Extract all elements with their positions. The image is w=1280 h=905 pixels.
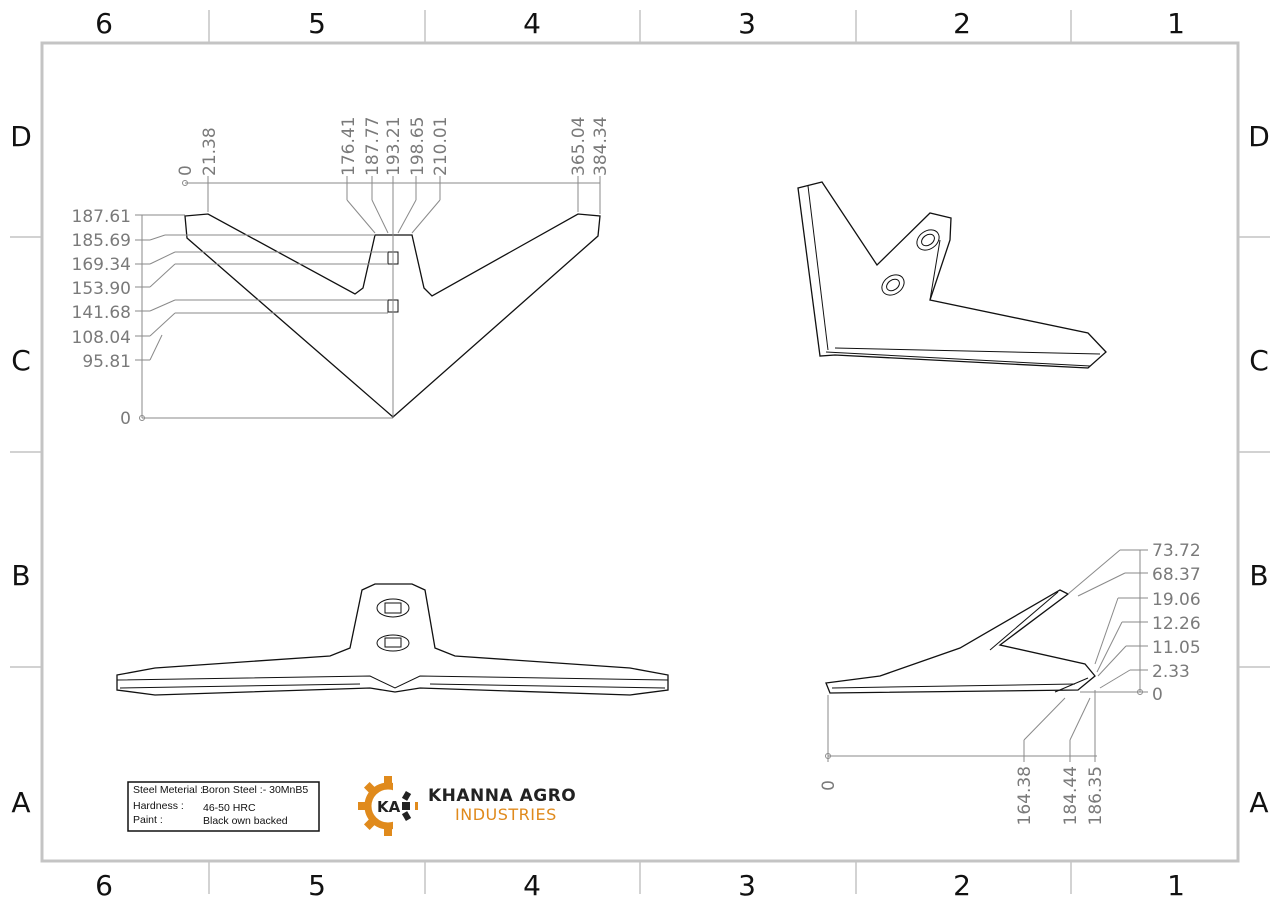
front-view: [116, 583, 669, 696]
zone-col-3-top: 3: [738, 7, 756, 40]
dim-v-153-90: 153.90: [72, 279, 131, 299]
sheet-border: [40, 41, 1240, 863]
dim-h-193-21: 193.21: [384, 117, 404, 176]
top-view: 0 21.38 176.41 187.77 193.21 198.65 210.…: [72, 117, 611, 429]
spec-label-material: Steel Meterial :: [133, 784, 203, 796]
front-hole-upper: [376, 598, 410, 618]
zone-row-a-left: A: [11, 786, 30, 819]
gear-icon: KA: [358, 776, 418, 836]
dim-h-210-01: 210.01: [431, 117, 451, 176]
logo-name-line1: KHANNA AGRO: [428, 786, 576, 806]
dim-side-h-0: 0: [819, 780, 839, 791]
zone-col-4-bottom: 4: [523, 869, 541, 902]
zone-row-c-left: C: [11, 344, 31, 377]
dim-h-176-41: 176.41: [339, 117, 359, 176]
zone-col-2-top: 2: [953, 7, 971, 40]
zone-ticks: [10, 10, 1270, 894]
dim-side-0: 0: [1152, 685, 1163, 705]
dim-side-19-06: 19.06: [1152, 590, 1201, 610]
dim-v-141-68: 141.68: [72, 303, 131, 323]
dim-side-2-33: 2.33: [1152, 662, 1190, 682]
dim-h-365-04: 365.04: [569, 117, 589, 176]
spec-value-material: Boron Steel :- 30MnB5: [202, 784, 308, 796]
zone-col-4-top: 4: [523, 7, 541, 40]
zone-col-1-top: 1: [1167, 7, 1185, 40]
spec-label-paint: Paint :: [133, 814, 163, 826]
dim-v-108-04: 108.04: [72, 328, 131, 348]
logo-mark: KA: [377, 798, 401, 816]
zone-row-b-right: B: [1249, 559, 1268, 592]
zone-col-5-bottom: 5: [308, 869, 326, 902]
zone-col-6-top: 6: [95, 7, 113, 40]
zone-col-1-bottom: 1: [1167, 869, 1185, 902]
dim-h-187-77: 187.77: [363, 117, 383, 176]
dim-side-h-186-35: 186.35: [1086, 766, 1106, 825]
zone-row-b-left: B: [11, 559, 30, 592]
dim-v-185-69: 185.69: [72, 231, 131, 251]
dim-h-198-65: 198.65: [408, 117, 428, 176]
company-logo: KA KHANNA AGRO INDUSTRIES: [358, 776, 576, 836]
dim-h-384-34: 384.34: [591, 117, 611, 176]
iso-outline: [797, 181, 1107, 369]
dim-side-h-184-44: 184.44: [1061, 766, 1081, 825]
isometric-view: [797, 181, 1107, 369]
zone-col-5-top: 5: [308, 7, 326, 40]
front-view-outline: [116, 583, 669, 696]
front-hole-lower: [376, 634, 410, 652]
side-view: 73.72 68.37 19.06 12.26 11.05 2.33 0 0 1…: [819, 541, 1201, 825]
dim-side-h-164-38: 164.38: [1015, 766, 1035, 825]
dim-h-0: 0: [176, 165, 196, 176]
dim-v-169-34: 169.34: [72, 255, 131, 275]
iso-hole-lower: [881, 274, 905, 296]
logo-name-line2: INDUSTRIES: [455, 805, 557, 824]
zone-row-d-left: D: [10, 120, 32, 153]
side-view-outline: [825, 589, 1096, 694]
zone-row-c-right: C: [1249, 344, 1269, 377]
iso-hole-upper: [916, 229, 940, 251]
dim-v-95-81: 95.81: [82, 352, 131, 372]
zone-row-a-right: A: [1249, 786, 1268, 819]
zone-col-3-bottom: 3: [738, 869, 756, 902]
dim-side-11-05: 11.05: [1152, 638, 1201, 658]
zone-col-6-bottom: 6: [95, 869, 113, 902]
spec-table: Steel Meterial : Boron Steel :- 30MnB5 H…: [127, 781, 320, 832]
spec-label-hardness: Hardness :: [133, 800, 184, 812]
zone-row-d-right: D: [1248, 120, 1270, 153]
zone-col-2-bottom: 2: [953, 869, 971, 902]
dim-v-0: 0: [120, 409, 131, 429]
dim-v-187-61: 187.61: [72, 207, 131, 227]
dim-side-68-37: 68.37: [1152, 565, 1201, 585]
spec-value-hardness: 46-50 HRC: [203, 802, 256, 814]
dim-h-21-38: 21.38: [200, 127, 220, 176]
dim-side-12-26: 12.26: [1152, 614, 1201, 634]
spec-value-paint: Black own backed: [203, 815, 288, 827]
dim-side-73-72: 73.72: [1152, 541, 1201, 561]
